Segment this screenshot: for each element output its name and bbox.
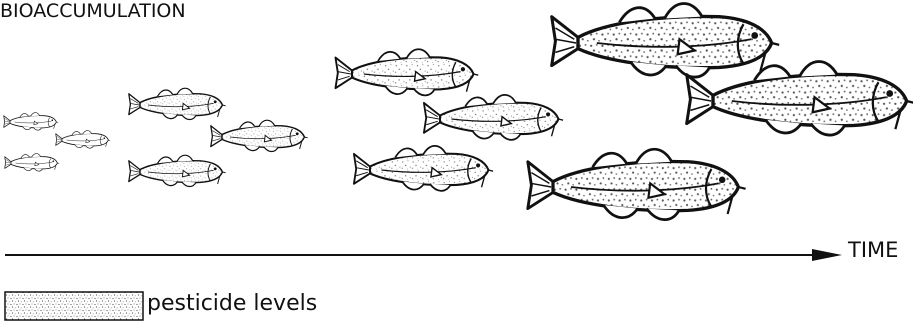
time-axis-label: TIME [848, 238, 898, 262]
fish-icon [56, 131, 110, 149]
fish-icon [129, 88, 226, 119]
legend-swatch [4, 291, 144, 321]
time-arrow [5, 249, 842, 261]
legend-label: pesticide levels [147, 291, 317, 316]
fish-icon [335, 49, 478, 95]
fish-icon [129, 155, 226, 186]
fish-icon [4, 113, 58, 131]
fish-icon [552, 4, 779, 78]
fish-icon [211, 120, 308, 151]
fish-icon [528, 149, 746, 219]
fish-icon [5, 154, 59, 172]
fish-icon [687, 62, 913, 136]
fish-icon [354, 146, 493, 191]
fish-icon [424, 95, 563, 140]
